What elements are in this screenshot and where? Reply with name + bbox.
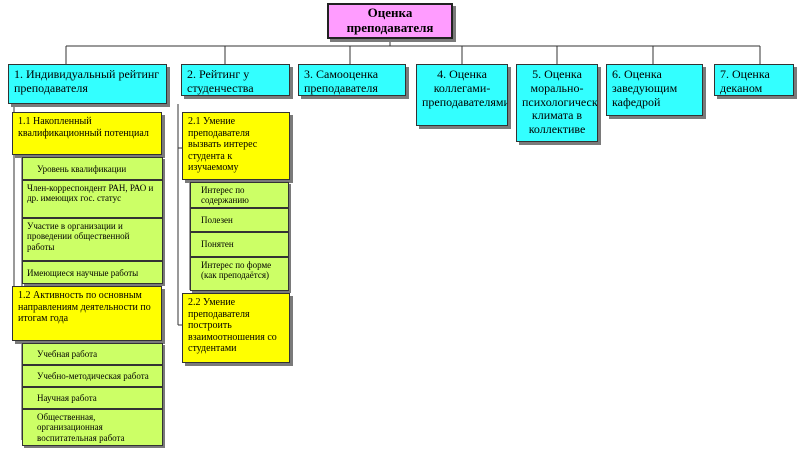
category-6-label: 6. Оценка заведующим кафедрой (612, 67, 678, 109)
sub-2-1-label: 2.1 Умение преподавателя вызвать интерес… (188, 116, 258, 173)
leaf-2-1-1: Интерес по содержанию (190, 182, 289, 208)
leaf-1-2-2-label: Учебно-методическая работа (37, 371, 149, 381)
leaf-2-1-2-label: Полезен (201, 215, 233, 225)
category-2: 2. Рейтинг у студенчества (181, 64, 290, 96)
leaf-1-1-4-label: Имеющиеся научные работы (27, 268, 139, 278)
leaf-1-2-4-label: Общественная, организационная воспитател… (37, 412, 125, 443)
category-5-label: 5. Оценка морально-психологического клим… (522, 67, 598, 137)
leaf-1-1-3: Участие в организации и проведении общес… (22, 218, 163, 261)
category-3-label: 3. Самооценка преподавателя (304, 67, 379, 95)
leaf-1-1-1: Уровень квалификации (22, 157, 163, 180)
root-title: Оценка преподавателя (346, 5, 434, 35)
category-4-label: 4. Оценка коллегами-преподавателями (422, 67, 508, 109)
leaf-2-1-4: Интерес по форме (как преподаётся) (190, 257, 289, 291)
category-3: 3. Самооценка преподавателя (298, 64, 406, 96)
leaf-1-1-2-label: Член-корреспондент РАН, РАО и др. имеющи… (27, 183, 154, 204)
leaf-1-1-3-label: Участие в организации и проведении общес… (27, 221, 130, 252)
category-5: 5. Оценка морально-психологического клим… (516, 64, 598, 142)
sub-2-1: 2.1 Умение преподавателя вызвать интерес… (182, 112, 290, 180)
leaf-2-1-3-label: Понятен (201, 239, 234, 249)
leaf-1-1-1-label: Уровень квалификации (37, 164, 127, 174)
leaf-2-1-1-label: Интерес по содержанию (201, 185, 249, 206)
leaf-2-1-2: Полезен (190, 208, 289, 232)
category-7: 7. Оценка деканом (714, 64, 794, 96)
sub-2-2: 2.2 Умение преподавателя построить взаим… (182, 293, 290, 363)
leaf-1-2-1-label: Учебная работа (37, 349, 98, 359)
category-4: 4. Оценка коллегами-преподавателями (416, 64, 508, 126)
sub-1-1: 1.1 Накопленный квалификационный потенци… (12, 112, 162, 155)
leaf-1-1-4: Имеющиеся научные работы (22, 261, 163, 284)
leaf-1-2-1: Учебная работа (22, 343, 163, 365)
category-1-label: 1. Индивидуальный рейтинг преподавателя (14, 67, 160, 95)
root-node: Оценка преподавателя (327, 3, 453, 39)
leaf-2-1-4-label: Интерес по форме (как преподаётся) (201, 260, 272, 281)
sub-1-1-label: 1.1 Накопленный квалификационный потенци… (18, 116, 149, 139)
leaf-1-2-4: Общественная, организационная воспитател… (22, 409, 163, 446)
category-2-label: 2. Рейтинг у студенчества (187, 67, 254, 95)
sub-1-2-label: 1.2 Активность по основным направлениям … (18, 290, 151, 324)
category-6: 6. Оценка заведующим кафедрой (606, 64, 703, 116)
category-1: 1. Индивидуальный рейтинг преподавателя (8, 64, 167, 104)
leaf-1-2-2: Учебно-методическая работа (22, 365, 163, 387)
leaf-1-1-2: Член-корреспондент РАН, РАО и др. имеющи… (22, 180, 163, 218)
sub-2-2-label: 2.2 Умение преподавателя построить взаим… (188, 297, 277, 354)
leaf-2-1-3: Понятен (190, 232, 289, 257)
leaf-1-2-3-label: Научная работа (37, 393, 97, 403)
leaf-1-2-3: Научная работа (22, 387, 163, 409)
category-7-label: 7. Оценка деканом (720, 67, 770, 95)
sub-1-2: 1.2 Активность по основным направлениям … (12, 286, 162, 341)
